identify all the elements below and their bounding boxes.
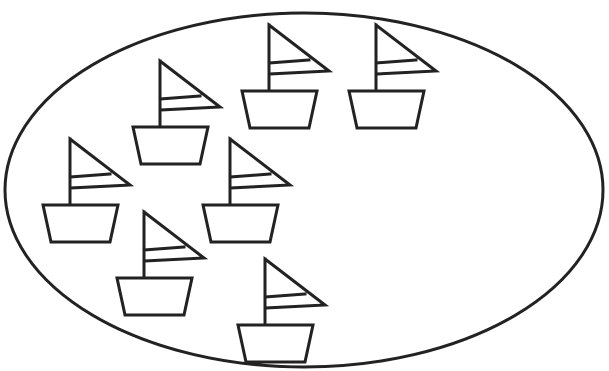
sailboat-icon <box>43 139 130 242</box>
sailboat-hull <box>242 91 317 128</box>
sailboat-hull <box>238 325 313 362</box>
sailboat-boom <box>230 174 270 177</box>
sailboat-boom <box>144 247 184 250</box>
sailboat-boom <box>265 294 305 297</box>
sailboat-icon <box>349 25 436 128</box>
set-oval <box>5 13 603 367</box>
sailboat-sail <box>160 61 220 110</box>
sailboat-hull <box>133 127 208 164</box>
sailboat-hull <box>203 205 278 242</box>
sailboat-icon <box>203 139 290 242</box>
sailboat-icon <box>242 25 329 128</box>
sailboat-icon <box>117 212 204 315</box>
sailboat-boom <box>269 60 309 63</box>
sailboat-sail <box>144 212 204 261</box>
sailboat-hull <box>349 91 424 128</box>
sailboat-boom <box>70 174 110 177</box>
sailboat-sail <box>70 139 130 188</box>
sailboat-boom <box>160 96 200 99</box>
sailboat-sail <box>269 25 329 74</box>
sailboat-hull <box>117 278 192 315</box>
sailboat-sail <box>230 139 290 188</box>
sailboat-sail <box>376 25 436 74</box>
sailboat-hull <box>43 205 118 242</box>
sailboat-icon <box>238 259 325 362</box>
sailboat-group <box>43 25 436 362</box>
sailboat-icon <box>133 61 220 164</box>
sailboat-boom <box>376 60 416 63</box>
sailboat-sail <box>265 259 325 308</box>
